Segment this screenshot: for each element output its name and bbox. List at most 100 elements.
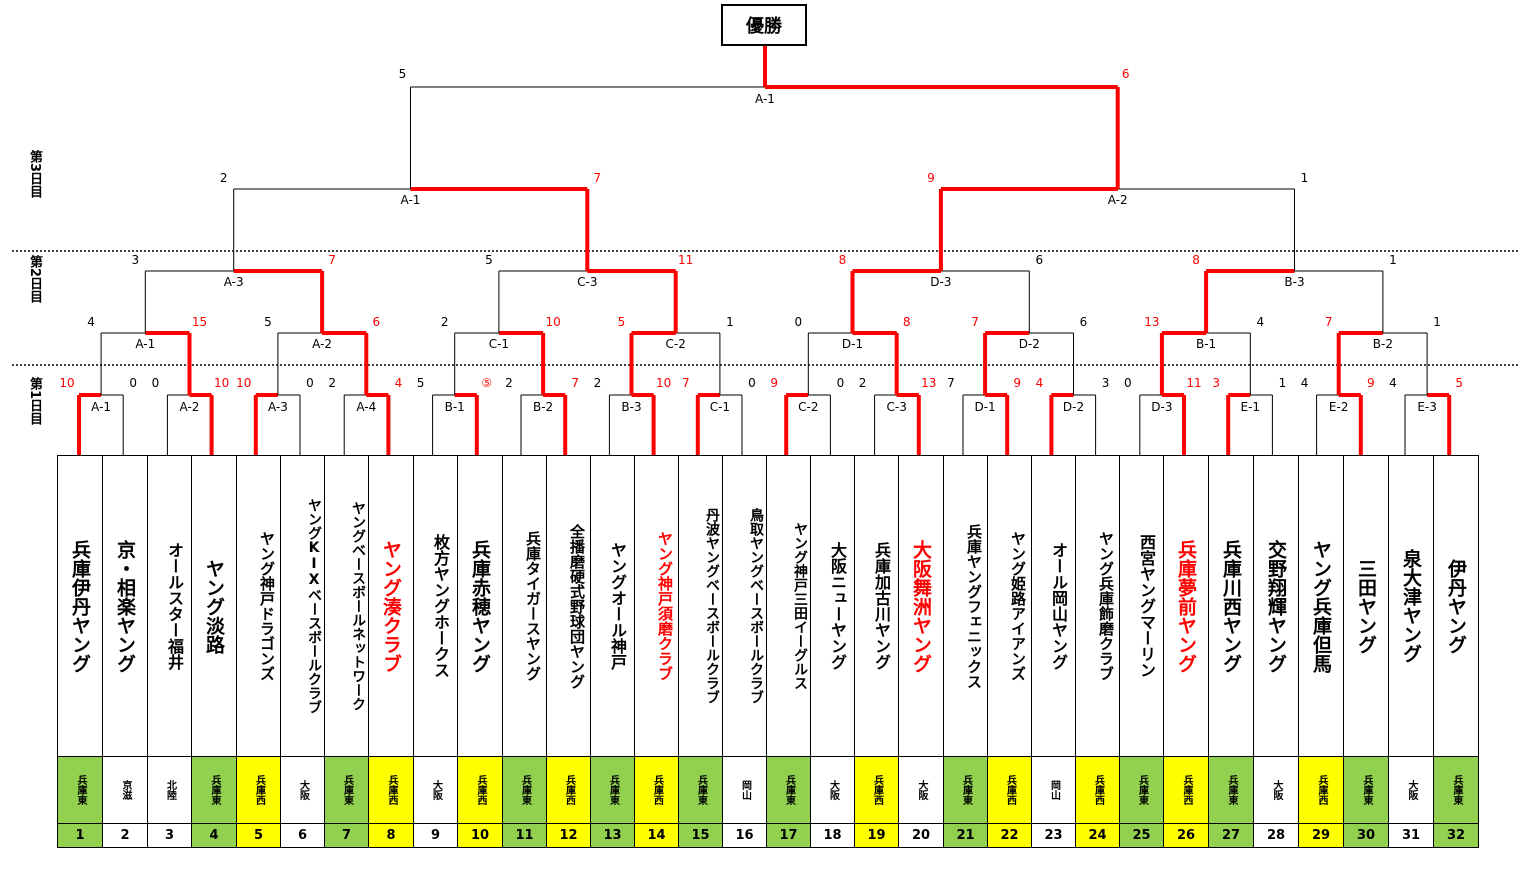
score: 13 [921, 376, 936, 390]
score: 5 [485, 253, 493, 267]
team-name-cell: ヤングKIXベースボールクラブ [280, 455, 325, 757]
team-name-cell: 交野翔輝ヤング [1253, 455, 1299, 757]
team-seed: 10 [457, 823, 503, 848]
team-region: 兵庫東 [341, 775, 353, 805]
team-seed: 1 [57, 823, 103, 848]
score: 6 [1035, 253, 1043, 267]
team-name-cell: 西宮ヤングマーリン [1119, 455, 1164, 757]
score: 0 [837, 376, 845, 390]
team-name-cell: ヤング神戸ドラゴンズ [236, 455, 281, 757]
team-name: ヤング神戸ドラゴンズ [258, 531, 276, 681]
team-name: 大阪舞洲ヤング [910, 539, 932, 673]
team-region: 兵庫東 [607, 775, 619, 805]
score: 2 [328, 376, 336, 390]
team-name-cell: 兵庫川西ヤング [1208, 455, 1254, 757]
team-region: 兵庫西 [253, 775, 265, 805]
team-region-cell: 兵庫東 [324, 756, 369, 824]
team-region: 兵庫西 [651, 775, 663, 805]
team-name: 京・相楽ヤング [114, 539, 136, 673]
score: 7 [682, 376, 690, 390]
champion-label: 優勝 [746, 16, 782, 37]
team-name: オールスター福井 [165, 542, 184, 670]
score: 0 [1124, 376, 1132, 390]
match-label: A-2 [180, 400, 200, 414]
score: 10 [236, 376, 251, 390]
team-region-cell: 兵庫西 [1075, 756, 1120, 824]
team-name-cell: オールスター福井 [147, 455, 192, 757]
team-seed: 9 [413, 823, 458, 848]
score: 10 [545, 315, 560, 329]
match-label: D-1 [974, 400, 995, 414]
team-name-cell: 三田ヤング [1343, 455, 1389, 757]
team-region: 兵庫東 [695, 775, 707, 805]
team-region-cell: 兵庫東 [678, 756, 723, 824]
team-name: 全播磨硬式野球団ヤング [568, 523, 586, 689]
score: 1 [1279, 376, 1287, 390]
score: 13 [1144, 315, 1159, 329]
team-name-cell: ヤング兵庫但馬 [1298, 455, 1344, 757]
day-1-label: 第1日目 [27, 377, 42, 426]
team-region: 大阪 [430, 780, 442, 800]
team-name-cell: 伊丹ヤング [1433, 455, 1479, 757]
score: 4 [395, 376, 403, 390]
team-region: 兵庫西 [1316, 775, 1327, 805]
team-name: ヤング淡路 [203, 558, 225, 654]
team-region: 兵庫東 [1451, 775, 1462, 805]
team-name: 兵庫ヤングフェニックス [965, 523, 983, 689]
team-name: 泉大津ヤング [1400, 549, 1422, 663]
match-label: A-3 [224, 275, 244, 289]
score: 4 [87, 315, 95, 329]
team-name: 兵庫川西ヤング [1220, 539, 1242, 673]
team-seed: 27 [1208, 823, 1254, 848]
champion-box: 優勝 [721, 4, 807, 46]
score: 10 [59, 376, 74, 390]
match-label: A-1 [91, 400, 111, 414]
team-region: 大阪 [297, 780, 309, 800]
team-region-cell: 北陸 [147, 756, 192, 824]
day-3-label: 第3日目 [27, 150, 42, 199]
score: 10 [656, 376, 671, 390]
team-region: 兵庫東 [1226, 775, 1237, 805]
score: 0 [152, 376, 160, 390]
team-region: 兵庫西 [1092, 775, 1104, 805]
score: 8 [839, 253, 847, 267]
team-region-cell: 大阪 [898, 756, 944, 824]
team-seed: 25 [1119, 823, 1164, 848]
team-region: 兵庫西 [1181, 775, 1192, 805]
score: 1 [1433, 315, 1441, 329]
team-region-cell: 兵庫西 [236, 756, 281, 824]
match-label: C-2 [666, 337, 686, 351]
match-label: B-2 [533, 400, 553, 414]
team-seed: 3 [147, 823, 192, 848]
team-seed: 26 [1163, 823, 1209, 848]
score: 0 [306, 376, 314, 390]
team-region-cell: 兵庫西 [457, 756, 503, 824]
score: ⑤ [481, 376, 492, 390]
team-name: 鳥取ヤングベースボールクラブ [748, 508, 764, 704]
team-name-cell: 京・相楽ヤング [102, 455, 148, 757]
team-region: 兵庫東 [1136, 775, 1148, 805]
team-name-cell: 鳥取ヤングベースボールクラブ [722, 455, 767, 757]
team-region: 兵庫東 [75, 775, 86, 805]
team-seed: 14 [634, 823, 679, 848]
team-name-cell: 兵庫伊丹ヤング [57, 455, 103, 757]
team-region: 兵庫西 [386, 775, 397, 805]
team-region: 兵庫東 [1361, 775, 1372, 805]
team-region-cell: 兵庫東 [590, 756, 635, 824]
team-seed: 7 [324, 823, 369, 848]
team-name: 伊丹ヤング [1445, 558, 1467, 654]
team-region: 大阪 [1271, 780, 1282, 800]
team-name-cell: ヤング神戸三田イーグルス [766, 455, 811, 757]
team-name-row: 兵庫伊丹ヤング京・相楽ヤングオールスター福井ヤング淡路ヤング神戸ドラゴンズヤング… [57, 455, 1479, 757]
team-name: 丹波ヤングベースボールクラブ [704, 508, 720, 704]
team-region: 大阪 [1406, 780, 1417, 800]
score: 11 [1186, 376, 1201, 390]
team-seed: 18 [810, 823, 855, 848]
team-seed: 17 [766, 823, 811, 848]
match-label: E-3 [1417, 400, 1437, 414]
team-name-cell: ヤング湊クラブ [368, 455, 414, 757]
team-name-cell: 泉大津ヤング [1388, 455, 1434, 757]
team-name: オール岡山ヤング [1049, 542, 1068, 670]
score: 0 [794, 315, 802, 329]
